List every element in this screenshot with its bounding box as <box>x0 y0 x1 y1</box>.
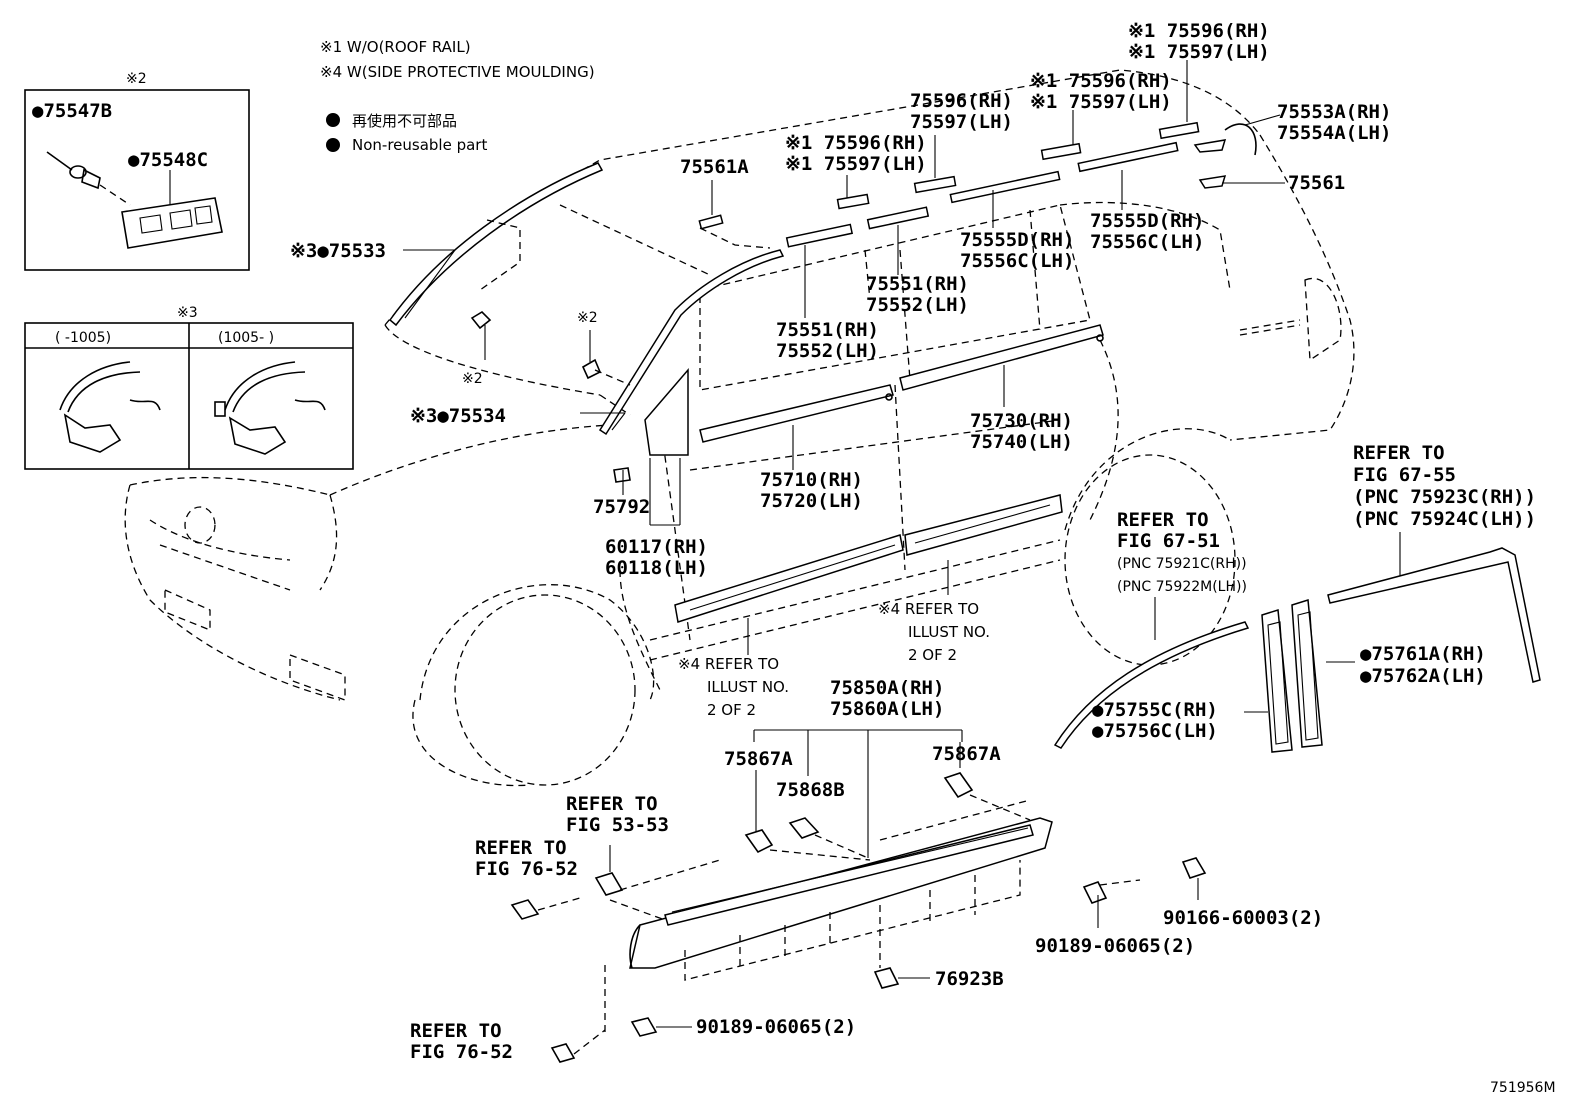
legend-dot-icon <box>326 138 340 152</box>
label-75860a: 75860A(LH) <box>830 698 944 720</box>
label-75867a-left: 75867A <box>724 748 793 770</box>
label-75551-lower: 75551(RH) <box>776 319 879 341</box>
ref-7652-a-1: REFER TO <box>475 837 567 859</box>
pillar-triangle-part <box>644 367 689 456</box>
note-side-moulding: ※4 W(SIDE PROTECTIVE MOULDING) <box>320 63 595 81</box>
note-roof-rail: ※1 W/O(ROOF RAIL) <box>320 38 471 56</box>
ref-illust-b-2: ILLUST NO. <box>908 623 990 641</box>
ref-6751-1: REFER TO <box>1117 509 1209 531</box>
label-75710: 75710(RH) <box>760 469 863 491</box>
label-75597-mid: 75597(LH) <box>910 111 1013 133</box>
ref-6751-2: FIG 67-51 <box>1117 530 1220 552</box>
label-75756c: ●75756C(LH) <box>1092 720 1218 742</box>
label-75551-upper: 75551(RH) <box>866 273 969 295</box>
label-75553a: 75553A(RH) <box>1277 101 1391 123</box>
ref-6755-1: REFER TO <box>1353 442 1445 464</box>
inset2-frame <box>24 89 250 271</box>
label-60117: 60117(RH) <box>605 536 708 558</box>
label-75554a: 75554A(LH) <box>1277 122 1391 144</box>
legend-en: Non-reusable part <box>352 136 487 154</box>
ref-7652-b-2: FIG 76-52 <box>410 1041 513 1063</box>
windshield-detail-late-icon <box>214 361 326 455</box>
pillar-garnish-parts <box>1244 599 1355 753</box>
ref-illust-a-3: 2 OF 2 <box>707 701 756 719</box>
belt-mouldings <box>699 324 1104 443</box>
label-75555d-rear: 75555D(RH) <box>1090 210 1204 232</box>
ref-5353-2: FIG 53-53 <box>566 814 669 836</box>
ref-illust-a-1: ※4 REFER TO <box>678 655 779 673</box>
door-side-mouldings <box>674 494 1063 623</box>
inset3-col-late: (1005- ) <box>218 330 274 346</box>
label-75561a: 75561A <box>680 156 749 178</box>
inset3-col-early: ( -1005) <box>55 330 111 346</box>
label-75556c-front: 75556C(LH) <box>960 250 1074 272</box>
rear-arch-moulding <box>1327 547 1541 683</box>
ref-6755-3: (PNC 75923C(RH)) <box>1353 486 1536 508</box>
label-75867a-right: 75867A <box>932 743 1001 765</box>
label-90189-left: 90189-06065(2) <box>696 1016 856 1038</box>
label-75596-mid: 75596(RH) <box>910 90 1013 112</box>
label-75792: 75792 <box>593 496 650 518</box>
label-75561: 75561 <box>1288 172 1345 194</box>
label-75552-upper: 75552(LH) <box>866 294 969 316</box>
legend-jp: 再使用不可部品 <box>352 112 457 130</box>
leader-lines <box>403 60 1285 655</box>
ref-6751-3: (PNC 75921C(RH)) <box>1117 556 1247 572</box>
ref-6755-2: FIG 67-55 <box>1353 464 1456 486</box>
ref-7652-a-2: FIG 76-52 <box>475 858 578 880</box>
label-75730: 75730(RH) <box>970 410 1073 432</box>
ref-6755-4: (PNC 75924C(LH)) <box>1353 508 1536 530</box>
roof-mouldings <box>388 121 1257 436</box>
label-60118: 60118(LH) <box>605 557 708 579</box>
label-75740: 75740(LH) <box>970 431 1073 453</box>
inset2-part-75548c: ●75548C <box>128 149 208 171</box>
clip-pin-icon <box>46 151 171 206</box>
ref-6751-4: (PNC 75922M(LH)) <box>1117 579 1247 595</box>
fender-arch-moulding <box>1053 621 1250 749</box>
label-75597-rear-b: ※1 75597(LH) <box>1030 91 1172 113</box>
label-75761a: ●75761A(RH) <box>1360 643 1486 665</box>
label-75597-rear-a: ※1 75597(LH) <box>785 153 927 175</box>
ref-5353-1: REFER TO <box>566 793 658 815</box>
rocker-leader-bracket <box>753 729 963 858</box>
rocker-clip-icon <box>744 742 1031 861</box>
label-75555d-front: 75555D(RH) <box>960 229 1074 251</box>
inset3-title: ※3 <box>177 305 198 321</box>
figure-id: 751956M <box>1490 1080 1556 1096</box>
label-90166: 90166-60003(2) <box>1163 907 1323 929</box>
ref-illust-b-1: ※4 REFER TO <box>878 600 979 618</box>
label-75868b: 75868B <box>776 779 845 801</box>
label-mark2-a: ※2 <box>462 371 483 387</box>
ref-illust-b-3: 2 OF 2 <box>908 646 957 664</box>
label-75755c: ●75755C(RH) <box>1092 699 1218 721</box>
legend-dot-icon <box>326 113 340 127</box>
label-75534: ※3●75534 <box>410 405 506 427</box>
label-mark2-b: ※2 <box>577 310 598 326</box>
clip-bracket-icon <box>121 197 223 249</box>
body-clip-icon <box>470 310 631 483</box>
label-75552-lower: 75552(LH) <box>776 340 879 362</box>
ref-7652-b-1: REFER TO <box>410 1020 502 1042</box>
inset2-title: ※2 <box>126 71 147 87</box>
inset2-part-75547b: ●75547B <box>32 100 112 122</box>
label-75762a: ●75762A(LH) <box>1360 665 1486 687</box>
lower-clips <box>510 845 1207 1063</box>
label-75596-rear-b: ※1 75596(RH) <box>1030 70 1172 92</box>
label-75596-top: ※1 75596(RH) <box>1128 20 1270 42</box>
label-75596-rear-a: ※1 75596(RH) <box>785 132 927 154</box>
label-76923b: 76923B <box>935 968 1004 990</box>
label-75556c-rear: 75556C(LH) <box>1090 231 1204 253</box>
ref-illust-a-2: ILLUST NO. <box>707 678 789 696</box>
label-90189-right: 90189-06065(2) <box>1035 935 1195 957</box>
label-75533: ※3●75533 <box>290 240 386 262</box>
label-75720: 75720(LH) <box>760 490 863 512</box>
windshield-detail-early-icon <box>59 361 161 453</box>
rocker-panel-part <box>609 799 1053 981</box>
label-75850a: 75850A(RH) <box>830 677 944 699</box>
label-75597-top: ※1 75597(LH) <box>1128 41 1270 63</box>
